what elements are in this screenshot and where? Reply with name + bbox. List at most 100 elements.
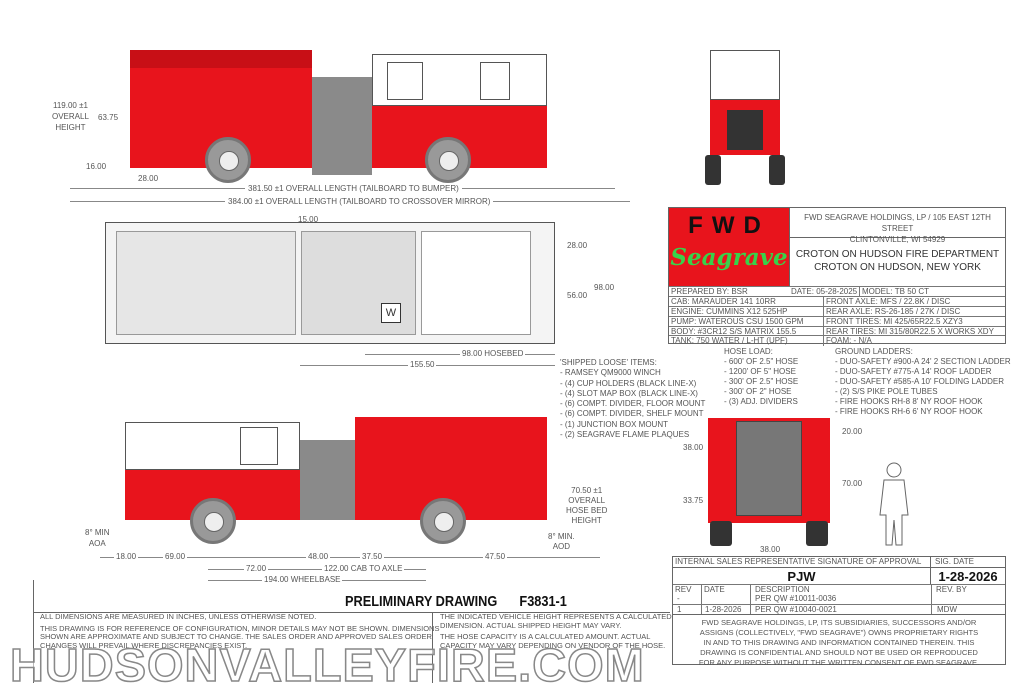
cab-window bbox=[480, 62, 510, 100]
note-line: CHANGES WILL PREVAIL WHERE DISCREPANCIES… bbox=[40, 640, 248, 650]
list-item: - (1) JUNCTION BOX MOUNT bbox=[560, 419, 668, 429]
spec-rear-axle: REAR AXLE: RS-26-185 / 27K / DISC bbox=[823, 307, 960, 317]
logo-fwd: FWD bbox=[688, 212, 770, 239]
overall-length-bumper: 381.50 ±1 OVERALL LENGTH (TAILBOARD TO B… bbox=[245, 184, 462, 193]
angle-of-departure: 8° MIN.AOD bbox=[548, 532, 575, 551]
pump-panel bbox=[312, 77, 372, 175]
note-line: THE HOSE CAPACITY IS A CALCULATED AMOUNT… bbox=[440, 632, 651, 641]
dim-98: 98.00 bbox=[594, 283, 615, 292]
drawing-number: F3831-1 bbox=[519, 593, 567, 610]
tire bbox=[710, 521, 732, 546]
list-item: - 300' OF 2" HOSE bbox=[724, 387, 792, 396]
rear-hosebed bbox=[736, 421, 802, 516]
side-view-bottom bbox=[105, 412, 560, 547]
list-item: - (4) SLOT MAP BOX (BLACK LINE-X) bbox=[560, 388, 698, 398]
dim-20: 20.00 bbox=[842, 427, 863, 436]
dim-63-75: 63.75 bbox=[98, 113, 119, 122]
shipped-loose-title: 'SHIPPED LOOSE' ITEMS: bbox=[560, 358, 657, 367]
dim-28-plan: 28.00 bbox=[567, 241, 588, 250]
note-line: SHOWN ARE APPROXIMATE AND SUBJECT TO CHA… bbox=[40, 632, 432, 641]
hosebed-top bbox=[421, 231, 531, 335]
company-city: CLINTONVILLE, WI 54929 bbox=[849, 235, 946, 244]
spec-pump: PUMP: WATEROUS CSU 1500 GPM bbox=[671, 317, 804, 326]
front-wheel-bottom bbox=[190, 498, 236, 544]
hose-load-list: HOSE LOAD: - 600' OF 2.5" HOSE- 1200' OF… bbox=[724, 347, 798, 407]
cab-to-axle: 122.00 CAB TO AXLE bbox=[322, 564, 405, 573]
dim-155-5: 155.50 bbox=[408, 360, 437, 369]
list-item: - DUO-SAFETY #585-A 10' FOLDING LADDER bbox=[835, 377, 1004, 386]
frame-line bbox=[432, 612, 433, 683]
dim-38-left: 38.00 bbox=[683, 443, 704, 452]
list-item: - DUO-SAFETY #775-A 14' ROOF LADDER bbox=[835, 367, 992, 376]
note-line: DIMENSION. ACTUAL SHIPPED HEIGHT MAY VAR… bbox=[440, 620, 622, 630]
dim-33-75: 33.75 bbox=[683, 496, 704, 505]
cab-window bbox=[240, 427, 278, 465]
grille bbox=[727, 110, 763, 150]
frame-line bbox=[33, 612, 670, 613]
prepared-date: DATE: 05-28-2025 bbox=[791, 287, 858, 296]
tire bbox=[705, 155, 721, 185]
list-item: - FIRE HOOKS RH-6 6' NY ROOF HOOK bbox=[835, 407, 983, 416]
list-item: - DUO-SAFETY #900-A 24' 2 SECTION LADDER bbox=[835, 357, 1011, 366]
watermark: HUDSONVALLEYFIRE.COM bbox=[9, 639, 645, 691]
tire bbox=[806, 521, 828, 546]
dim-47-5: 47.50 bbox=[483, 552, 508, 561]
dimension-line bbox=[100, 557, 600, 558]
note-line: THIS DRAWING IS FOR REFERENCE OF CONFIGU… bbox=[40, 623, 440, 633]
list-item: - FIRE HOOKS RH-8 8' NY ROOF HOOK bbox=[835, 397, 983, 406]
side-view-top bbox=[125, 42, 555, 187]
notes-right: THE INDICATED VEHICLE HEIGHT REPRESENTS … bbox=[440, 612, 672, 650]
signature: PJW bbox=[673, 567, 931, 584]
dim-70: 70.00 bbox=[842, 479, 863, 488]
cab-roof bbox=[116, 231, 296, 335]
spec-cab: CAB: MARAUDER 141 10RR bbox=[671, 297, 776, 306]
prepared-by: PREPARED BY: BSR bbox=[671, 287, 748, 296]
rear-wheel bbox=[205, 137, 251, 183]
note-line: CAPACITY MAY VARY DEPENDING ON VENDOR OF… bbox=[440, 640, 666, 650]
logo-seagrave: Seagrave bbox=[670, 244, 788, 271]
dim-38-bottom: 38.00 bbox=[760, 545, 781, 554]
front-view bbox=[705, 45, 785, 185]
list-item: - 1200' OF 5" HOSE bbox=[724, 367, 796, 376]
dim-72: 72.00 bbox=[244, 564, 269, 573]
front-wheel bbox=[425, 137, 471, 183]
ground-ladders-title: GROUND LADDERS: bbox=[835, 347, 913, 356]
fwd-seagrave-logo: FWD Seagrave bbox=[669, 208, 789, 286]
note-line: ALL DIMENSIONS ARE MEASURED IN INCHES, U… bbox=[40, 612, 317, 621]
dim-56: 56.00 bbox=[567, 291, 588, 300]
customer-location: CROTON ON HUDSON, NEW YORK bbox=[814, 262, 981, 273]
rear-view bbox=[708, 413, 830, 546]
spec-rear-tires: REAR TIRES: MI 315/80R22.5 X WORKS XDY bbox=[823, 327, 994, 337]
dimension-line bbox=[208, 569, 426, 570]
dim-69: 69.00 bbox=[163, 552, 188, 561]
revision-row: -PER QW #10011-0036 bbox=[677, 594, 837, 603]
signature-date: 1-28-2026 bbox=[931, 567, 1005, 584]
dim-hosebed: 98.00 HOSEBED bbox=[460, 349, 526, 358]
model: MODEL: TB 50 CT bbox=[859, 287, 929, 297]
dim-16: 16.00 bbox=[86, 162, 107, 171]
dim-37-5: 37.50 bbox=[360, 552, 385, 561]
note-line: THE INDICATED VEHICLE HEIGHT REPRESENTS … bbox=[440, 612, 672, 621]
drawing-title-text: PRELIMINARY DRAWING bbox=[345, 593, 498, 610]
company-address: FWD SEAGRAVE HOLDINGS, LP / 105 EAST 12T… bbox=[804, 213, 991, 233]
w-marker: W bbox=[381, 303, 401, 323]
firefighter-figure-icon bbox=[879, 462, 909, 546]
tire bbox=[769, 155, 785, 185]
list-item: - (2) S/S PIKE POLE TUBES bbox=[835, 387, 938, 396]
approval-block: INTERNAL SALES REPRESENTATIVE SIGNATURE … bbox=[672, 556, 1006, 667]
spec-front-axle: FRONT AXLE: MFS / 22.8K / DISC bbox=[823, 297, 950, 307]
approval-header: INTERNAL SALES REPRESENTATIVE SIGNATURE … bbox=[673, 557, 931, 567]
spec-tank: TANK: 750 WATER / L-HT (UPF) bbox=[671, 336, 788, 345]
spec-front-tires: FRONT TIRES: MI 425/65R22.5 XZY3 bbox=[823, 317, 963, 327]
body-top-trim bbox=[130, 50, 312, 68]
dim-18: 18.00 bbox=[114, 552, 139, 561]
rear-wheel-bottom bbox=[420, 498, 466, 544]
spec-engine: ENGINE: CUMMINS X12 525HP bbox=[671, 307, 788, 316]
spec-body: BODY: #3CR12 S/S MATRIX 155.5 bbox=[671, 327, 797, 336]
list-item: - (6) COMPT. DIVIDER, SHELF MOUNT bbox=[560, 409, 704, 419]
list-item: - 300' OF 2.5" HOSE bbox=[724, 377, 799, 386]
